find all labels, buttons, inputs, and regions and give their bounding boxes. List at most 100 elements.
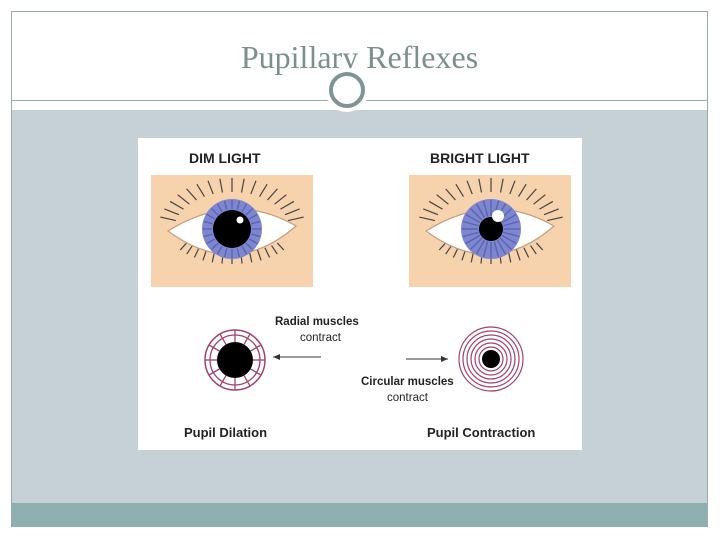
lower-eyelash [535, 242, 544, 251]
iris-ray [248, 213, 258, 220]
radial-muscle [219, 333, 227, 345]
iris-ray [206, 213, 216, 220]
upper-eyelash [274, 194, 287, 205]
upper-eyelash [533, 194, 546, 205]
upper-eyelash [280, 200, 295, 210]
lower-eyelash [523, 247, 530, 258]
upper-eyelash [196, 183, 205, 197]
dim-iris-rays [203, 200, 261, 258]
upper-eyelash [284, 208, 300, 216]
iris-ray [469, 207, 483, 221]
bright-light-heading: BRIGHT LIGHT [430, 150, 530, 166]
iris-ray [465, 234, 481, 245]
iris-ray [223, 200, 228, 210]
dilated-iris-diagram [204, 329, 266, 391]
iris-ray [465, 213, 481, 224]
iris-ray [241, 245, 248, 255]
iris-ray [251, 233, 261, 238]
constricted-pupil [482, 350, 500, 368]
lower-eyelash [256, 249, 262, 261]
slide-title: Pupillary Reflexes [240, 39, 479, 75]
circular-muscles-label: Circular muscles [361, 376, 454, 388]
lower-eyelash [186, 245, 193, 255]
circular-muscle-ring [470, 338, 512, 380]
upper-eyelash [219, 178, 224, 193]
upper-eyelash [509, 180, 516, 195]
upper-eyelash [423, 208, 439, 216]
dim-light-heading: DIM LIGHT [189, 150, 261, 166]
circular-muscle-ring [474, 342, 508, 376]
iris-ray [210, 242, 219, 251]
upper-eyelash [186, 188, 197, 201]
pupillary-reflex-diagram: DIM LIGHT BRIGHT LIGHT Radial muscles co… [138, 138, 582, 450]
iris-ray [496, 239, 507, 255]
circular-muscle-ring [462, 330, 520, 388]
upper-eyelash [259, 183, 268, 197]
dim-light-eye [151, 175, 313, 287]
upper-eyelash [267, 188, 278, 201]
upper-eyelash [539, 200, 554, 210]
lower-eyelash [193, 247, 200, 258]
radial-muscle-lines [205, 330, 265, 390]
lower-eyelash [515, 249, 521, 261]
radial-contract-label: contract [300, 332, 341, 344]
iris-ray [236, 200, 241, 210]
radial-muscle [250, 368, 262, 376]
iris-ray [482, 241, 489, 258]
constricted-iris-diagram [458, 326, 524, 392]
iris-ray [499, 237, 513, 251]
dim-pupil-highlight [236, 216, 244, 224]
pupil-contraction-caption: Pupil Contraction [427, 425, 536, 440]
iris-ray [216, 245, 223, 255]
diagram-graphics [151, 175, 571, 392]
circular-arrow [406, 356, 448, 362]
bright-pupil-highlight [492, 210, 504, 222]
iris-ray [501, 234, 517, 245]
upper-eyelash [177, 194, 190, 205]
iris-ray [462, 231, 479, 238]
upper-eyelash [436, 194, 449, 205]
upper-eyelash [164, 208, 180, 216]
upper-eyelash [250, 180, 257, 195]
lower-eyelash [179, 242, 188, 251]
iris-ray [475, 203, 486, 219]
iris-ray [462, 220, 479, 227]
dilated-pupil [217, 342, 253, 378]
iris-ray [236, 248, 241, 258]
lower-eyelash [271, 245, 278, 255]
bright-light-eye [409, 175, 571, 287]
lower-eyelash [530, 245, 537, 255]
upper-eyelash [169, 200, 184, 210]
bright-pupil [479, 217, 503, 241]
radial-muscle [243, 375, 251, 387]
upper-eyelash [526, 188, 537, 201]
radial-muscle [250, 344, 262, 352]
upper-eyelash [543, 208, 559, 216]
iris-ray [251, 220, 261, 225]
iris-ray [475, 239, 486, 255]
upper-eyelash [445, 188, 456, 201]
iris-ray [245, 207, 254, 216]
upper-eyelash [419, 216, 435, 222]
iris-ray [503, 231, 520, 238]
radial-arrow [273, 354, 321, 360]
iris-ray [503, 220, 520, 227]
upper-eyelash [499, 178, 504, 193]
lower-eyelash [276, 242, 285, 251]
circular-muscle-ring [458, 326, 524, 392]
radial-muscle-ring [209, 334, 261, 386]
title-area: Pupillary Reflexes [12, 12, 707, 100]
upper-eyelash [466, 180, 473, 195]
radial-muscle [243, 333, 251, 345]
upper-eyelash [455, 183, 464, 197]
iris-ray [223, 248, 228, 258]
iris-ray [203, 220, 213, 225]
iris-ray [469, 237, 483, 251]
upper-eyelash [207, 180, 214, 195]
circular-contract-label: contract [387, 392, 428, 404]
lower-eyelash [264, 247, 271, 258]
circular-muscle-rings [458, 326, 524, 392]
upper-eyelash [240, 178, 245, 193]
dim-pupil [213, 210, 251, 248]
lower-eyelash [445, 245, 452, 255]
